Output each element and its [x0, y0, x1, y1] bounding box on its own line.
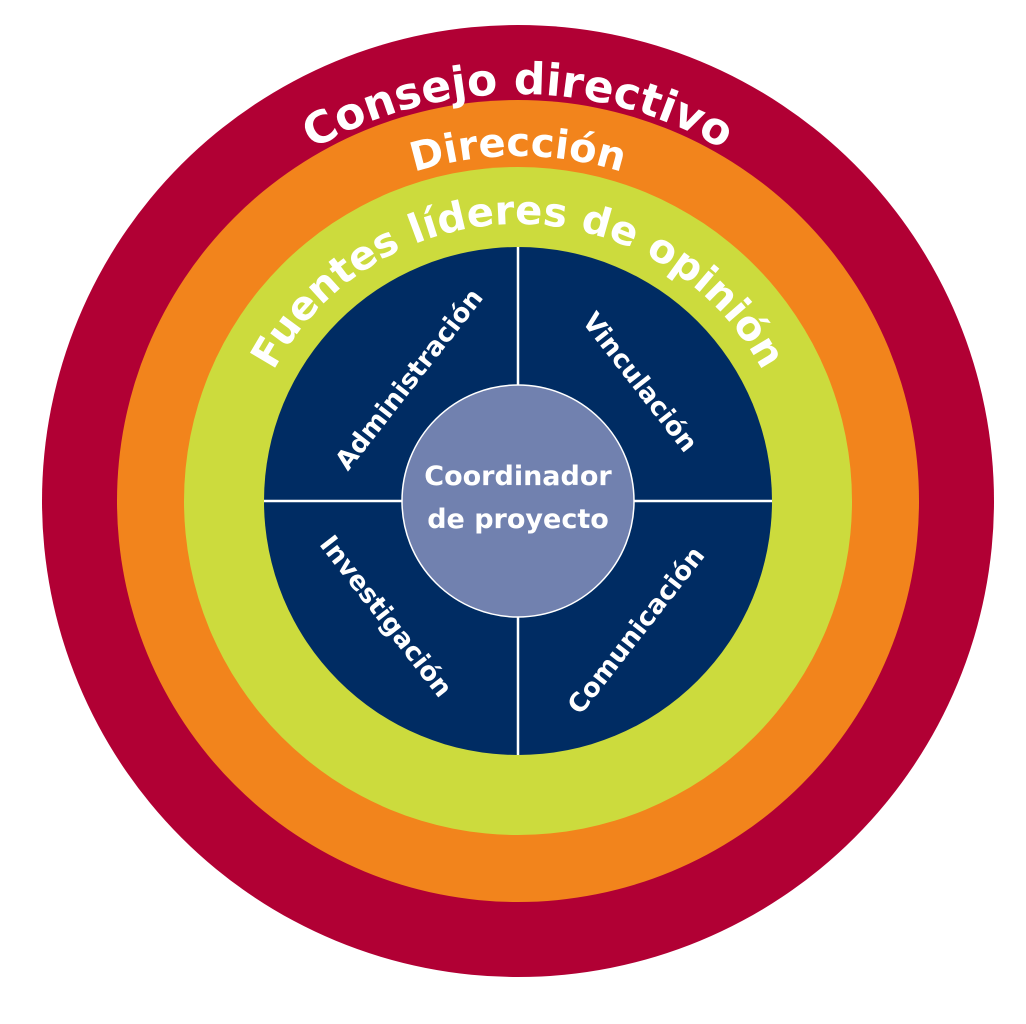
center-circle: [401, 384, 635, 618]
center-label-line1: Coordinador: [424, 461, 612, 492]
center-label-line2: de proyecto: [427, 504, 609, 535]
